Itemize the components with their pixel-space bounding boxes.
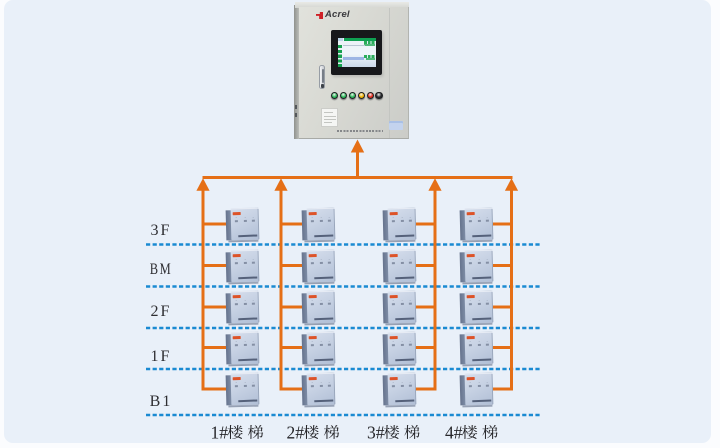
svg-text:2#: 2# xyxy=(287,423,305,443)
svg-text:3#: 3# xyxy=(367,423,385,443)
svg-text:1#: 1# xyxy=(211,423,229,443)
svg-text:4#: 4# xyxy=(445,423,463,443)
